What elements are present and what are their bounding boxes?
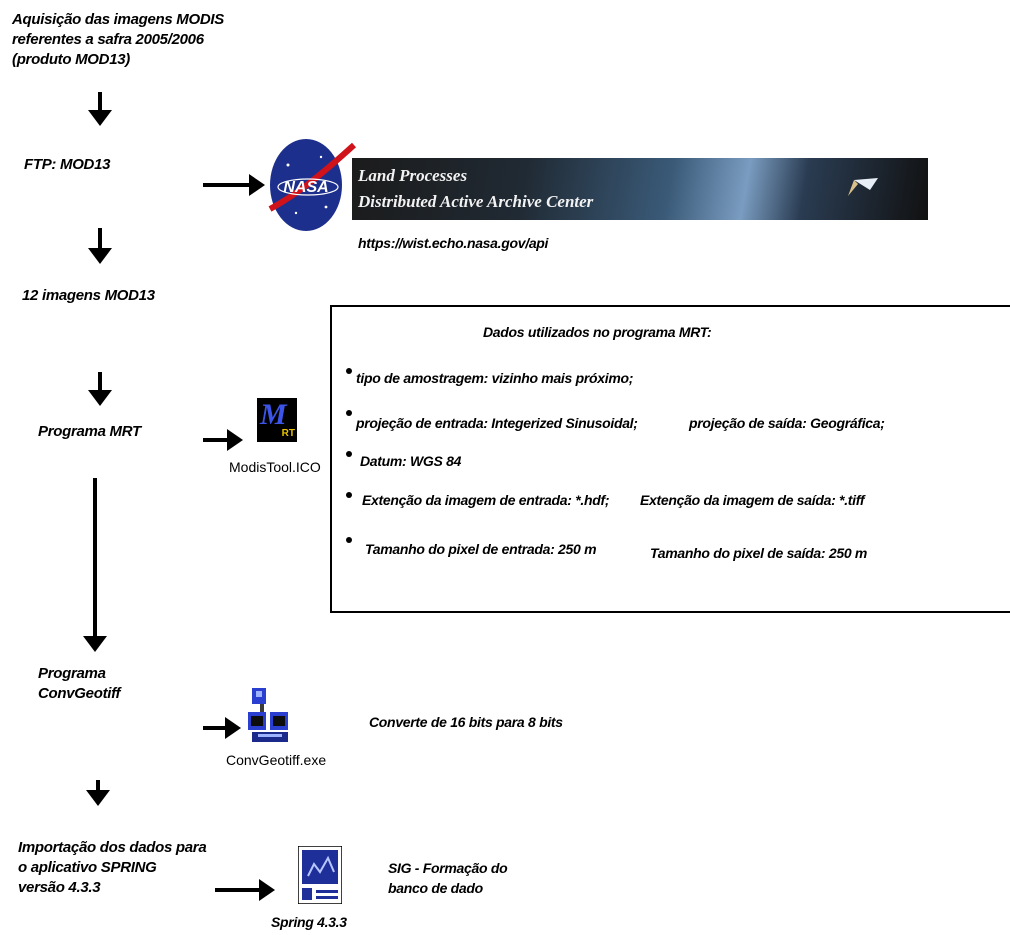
mrt-ext-out: Extenção da imagem de saída: *.tiff bbox=[640, 492, 865, 508]
bullet-5 bbox=[346, 537, 352, 543]
nasa-url[interactable]: https://wist.echo.nasa.gov/api bbox=[358, 235, 549, 251]
step-acquisition-line1: Aquisição das imagens MODIS bbox=[12, 11, 224, 28]
mrt-box-title: Dados utilizados no programa MRT: bbox=[483, 324, 712, 340]
step-ftp: FTP: MOD13 bbox=[24, 156, 111, 173]
spring-icon[interactable] bbox=[298, 846, 342, 904]
arrow-down-5 bbox=[86, 780, 110, 806]
bullet-3 bbox=[346, 451, 352, 457]
arrow-right-spring bbox=[215, 879, 275, 901]
arrow-down-2 bbox=[88, 228, 112, 264]
mrt-ext-in: Extenção da imagem de entrada: *.hdf; bbox=[362, 492, 610, 508]
mrt-datum: Datum: WGS 84 bbox=[360, 453, 462, 469]
step-import: Importação dos dados para o aplicativo S… bbox=[18, 838, 207, 898]
arrow-right-ftp bbox=[203, 174, 265, 196]
mrt-pixel-in: Tamanho do pixel de entrada: 250 m bbox=[365, 541, 597, 557]
mrt-proj-out: projeção de saída: Geográfica; bbox=[689, 415, 885, 431]
step-images: 12 imagens MOD13 bbox=[22, 287, 155, 304]
lpdaac-banner: Land Processes Distributed Active Archiv… bbox=[352, 158, 928, 220]
arrow-down-3 bbox=[88, 372, 112, 406]
modistool-icon-sub: RT bbox=[281, 428, 295, 439]
mrt-pixel-out: Tamanho do pixel de saída: 250 m bbox=[650, 545, 868, 561]
bullet-2 bbox=[346, 410, 352, 416]
step-acquisition-line2: referentes a safra 2005/2006 bbox=[12, 31, 204, 48]
arrow-down-1 bbox=[88, 92, 112, 126]
convgeotiff-icon[interactable] bbox=[248, 688, 292, 744]
step-import-line1: Importação dos dados para bbox=[18, 839, 207, 856]
step-import-line2: o aplicativo SPRING bbox=[18, 859, 157, 876]
step-convgeotiff-line1: Programa bbox=[38, 665, 106, 682]
sig-description: SIG - Formação do banco de dado bbox=[388, 858, 508, 898]
nasa-logo-icon: NASA bbox=[268, 139, 357, 231]
nasa-logo-text: NASA bbox=[283, 179, 328, 196]
step-convgeotiff-line2: ConvGeotiff bbox=[38, 685, 121, 702]
arrow-right-convgeotiff bbox=[203, 717, 241, 739]
step-mrt: Programa MRT bbox=[38, 423, 141, 440]
sig-description-line1: SIG - Formação do bbox=[388, 860, 508, 876]
mrt-data-box bbox=[330, 305, 1010, 613]
spring-label: Spring 4.3.3 bbox=[271, 914, 347, 930]
banner-line1: Land Processes bbox=[358, 166, 468, 185]
bullet-4 bbox=[346, 492, 352, 498]
arrow-right-mrt bbox=[203, 429, 243, 451]
arrow-down-long bbox=[83, 478, 107, 652]
convgeotiff-label: ConvGeotiff.exe bbox=[226, 752, 327, 768]
mrt-proj-in: projeção de entrada: Integerized Sinusoi… bbox=[356, 415, 638, 431]
modistool-label: ModisTool.ICO bbox=[229, 459, 321, 475]
modistool-icon[interactable]: M RT bbox=[257, 398, 297, 442]
satellite-icon bbox=[848, 178, 878, 196]
step-acquisition-line3: (produto MOD13) bbox=[12, 51, 130, 68]
mrt-sampling: tipo de amostragem: vizinho mais próximo… bbox=[356, 370, 634, 386]
convert-description: Converte de 16 bits para 8 bits bbox=[369, 714, 563, 730]
bullet-1 bbox=[346, 368, 352, 374]
step-import-line3: versão 4.3.3 bbox=[18, 879, 101, 896]
step-acquisition: Aquisição das imagens MODIS referentes a… bbox=[12, 10, 224, 70]
sig-description-line2: banco de dado bbox=[388, 880, 483, 896]
modistool-icon-letter: M bbox=[260, 398, 287, 431]
banner-line2: Distributed Active Archive Center bbox=[358, 192, 594, 211]
step-convgeotiff: Programa ConvGeotiff bbox=[38, 664, 121, 704]
